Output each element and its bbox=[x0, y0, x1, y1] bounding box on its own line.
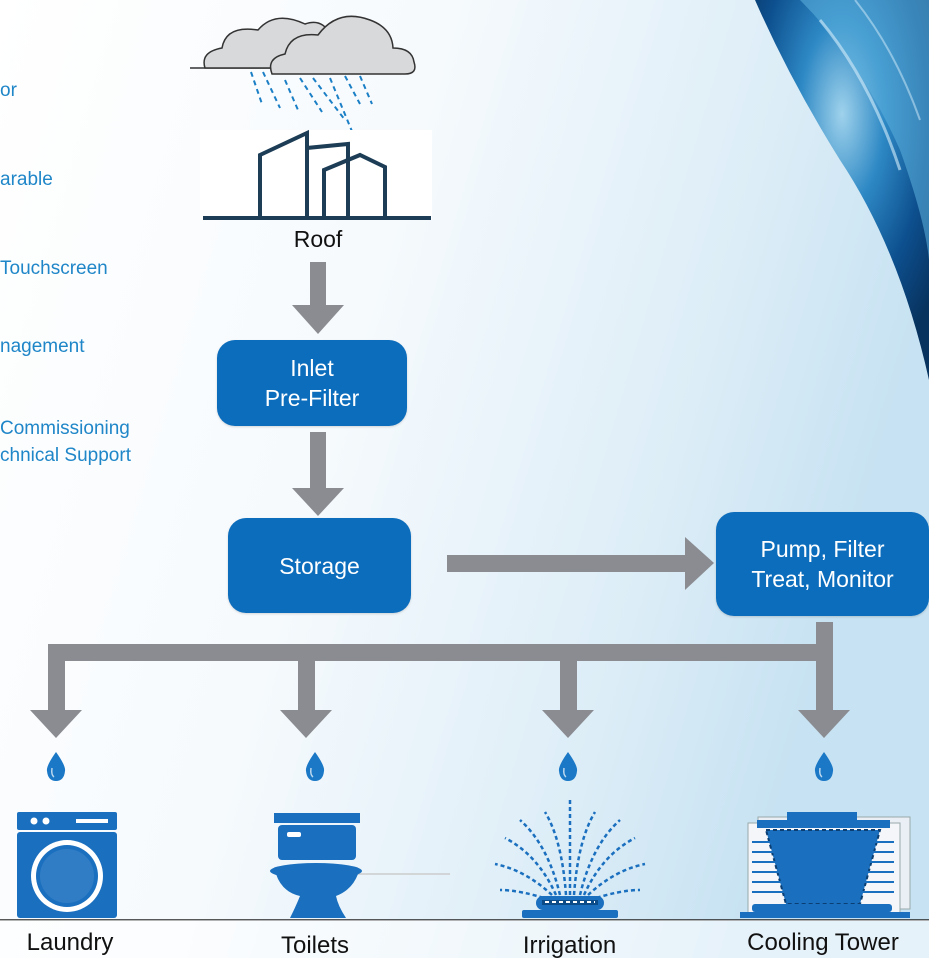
cooling-tower-icon bbox=[740, 812, 911, 918]
building-icon bbox=[200, 129, 432, 220]
sprinkler-icon bbox=[494, 800, 646, 902]
washing-machine-icon bbox=[17, 812, 117, 918]
water-drop-icon bbox=[558, 752, 578, 781]
cloud-rain-icon bbox=[190, 15, 416, 147]
water-drop-icon bbox=[814, 752, 834, 781]
water-drop-icon bbox=[46, 752, 66, 781]
inlet-prefilter-box: Inlet Pre-Filter bbox=[217, 340, 407, 426]
side-text-3: Touchscreen bbox=[0, 258, 108, 279]
toilet-icon bbox=[270, 813, 450, 918]
output-label-cooling-tower: Cooling Tower bbox=[747, 929, 899, 956]
pump-label-line1: Pump, Filter bbox=[760, 536, 885, 562]
flow-arrows bbox=[30, 262, 850, 738]
output-label-laundry: Laundry bbox=[26, 929, 114, 956]
output-label-irrigation: Irrigation bbox=[522, 932, 617, 959]
water-drop-icon bbox=[305, 752, 325, 781]
side-text-5: Commissioning bbox=[0, 418, 130, 439]
side-text-2: arable bbox=[0, 169, 53, 190]
roof-label: Roof bbox=[293, 226, 343, 252]
inlet-label-line1: Inlet bbox=[290, 355, 334, 381]
sprinkler-base bbox=[522, 896, 618, 918]
side-text-6: chnical Support bbox=[0, 445, 131, 466]
side-text-1: or bbox=[0, 80, 17, 101]
side-text-4: nagement bbox=[0, 336, 85, 357]
pump-label-line2: Treat, Monitor bbox=[751, 566, 894, 592]
output-label-toilets: Toilets bbox=[280, 932, 350, 959]
inlet-label-line2: Pre-Filter bbox=[264, 385, 360, 411]
pump-filter-box: Pump, Filter Treat, Monitor bbox=[716, 512, 929, 616]
storage-box: Storage bbox=[228, 518, 411, 613]
storage-label: Storage bbox=[279, 552, 360, 579]
